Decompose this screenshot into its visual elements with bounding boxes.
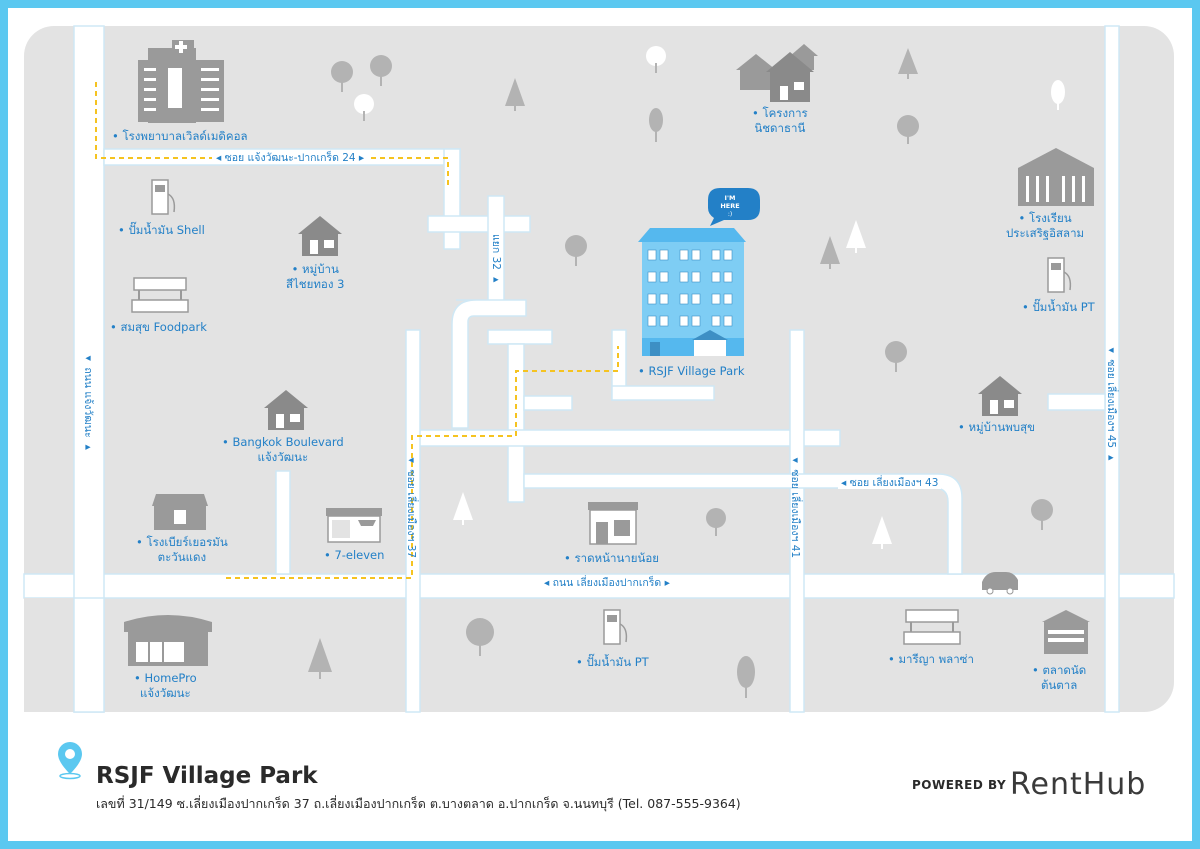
- stall-icon-foodpark: [131, 277, 189, 313]
- gas-station-icon-shell: [151, 179, 176, 215]
- store-icon-7eleven: [326, 508, 382, 543]
- road-mid-h: [415, 429, 841, 447]
- car-icon: [982, 572, 1018, 595]
- house-icon-sichaithong: [298, 216, 342, 256]
- tree-icons: [308, 46, 1065, 698]
- marker-line1: I'M: [725, 194, 736, 202]
- shop-icon-radna: [588, 502, 638, 545]
- label-shell: • ปั๊มน้ำมัน Shell: [118, 223, 205, 237]
- street-soi24: ◂ ซอย แจ้งวัฒนะ-ปากเกร็ด 24 ▸: [212, 152, 369, 164]
- house-icon-nichada: [736, 44, 818, 102]
- powered-by-text: POWERED BY: [912, 778, 1007, 792]
- gas-station-icon-pt-bottom: [603, 609, 628, 645]
- label-village-phobsuk: • หมู่บ้านพบสุข: [958, 420, 1035, 434]
- label-school: • โรงเรียน ประเสริฐอิสลาม: [1006, 211, 1085, 240]
- road-small-v: [275, 470, 291, 575]
- label-pt-right: • ปั๊มน้ำมัน PT: [1022, 300, 1095, 314]
- street-soi45: ◂ ซอย เลี่ยงเมืองฯ 45 ▸: [1105, 344, 1117, 464]
- label-homepro: • HomePro แจ้งวัฒนะ: [134, 671, 197, 700]
- label-foodpark: • สมสุข Foodpark: [110, 320, 207, 334]
- street-yaek32: แยก 32 ▸: [490, 234, 502, 286]
- road-curve: [451, 299, 527, 429]
- label-village-sichaithong: • หมู่บ้าน สีไชยทอง 3: [286, 262, 345, 291]
- road-cross-h: [427, 215, 531, 233]
- label-7eleven: • 7-eleven: [324, 548, 385, 562]
- street-soi43: ◂ ซอย เลี่ยงเมืองฯ 43: [838, 477, 942, 489]
- school-icon: [1018, 148, 1094, 206]
- label-project-nichada: • โครงการ นิชดาธานี: [752, 106, 808, 135]
- house-icon-bangkok-boulevard: [264, 390, 308, 430]
- road-soi45: [1104, 25, 1120, 713]
- label-hospital: • โรงพยาบาลเวิลด์เมดิคอล: [112, 129, 248, 143]
- road-soi24-down: [443, 148, 461, 250]
- location-pin-icon: [58, 742, 82, 780]
- marker-line2: HERE: [720, 202, 739, 210]
- street-bypass: ◂ ถนน เลี่ยงเมืองปากเกร็ด ▸: [540, 577, 674, 589]
- label-marina-plaza: • มารีญา พลาซ่า: [888, 652, 974, 666]
- marker-line3: :): [728, 211, 732, 218]
- road-stub1: [487, 329, 553, 345]
- street-chaengwattana: ◂ ถนน แจ้งวัฒนะ ▸: [82, 352, 94, 453]
- road-soi41: [789, 329, 805, 713]
- gas-station-icon-pt-right: [1047, 257, 1072, 293]
- label-rsjf: • RSJF Village Park: [638, 364, 745, 378]
- store-icon-homepro: [124, 615, 212, 666]
- label-bangkok-boulevard: • Bangkok Boulevard แจ้งวัฒนะ: [222, 435, 344, 464]
- project-address: เลขที่ 31/149 ซ.เลี่ยงเมืองปากเกร็ด 37 ถ…: [96, 796, 741, 811]
- label-market: • ตลาดนัด ต้นตาล: [1032, 663, 1087, 692]
- brewery-icon: [152, 494, 208, 530]
- street-soi37: ◂ ซอย เลี่ยงเมืองฯ 37: [405, 454, 417, 559]
- renthub-logo[interactable]: RentHub: [1010, 767, 1147, 802]
- road-stub2: [523, 395, 573, 411]
- project-title: RSJF Village Park: [96, 763, 318, 789]
- label-radna: • ราดหน้านายน้อย: [564, 551, 660, 565]
- road-project-h: [611, 385, 715, 401]
- im-here-marker-icon: [708, 188, 760, 226]
- street-soi41: ◂ ซอย เลี่ยงเมืองฯ 41: [789, 454, 801, 559]
- hospital-icon: [138, 40, 224, 123]
- rsjf-building-icon: [638, 228, 746, 356]
- label-brewery: • โรงเบียร์เยอรมัน ตะวันแดง: [136, 535, 228, 564]
- map-canvas: I'M HERE :): [23, 25, 1175, 780]
- map-frame: I'M HERE :) • โรงพยาบาลเวิลด์เมดิคอล • โ…: [8, 8, 1192, 841]
- house-icon-phobsuk: [978, 376, 1022, 416]
- stall-icon-marina: [903, 609, 961, 645]
- label-pt-bottom: • ปั๊มน้ำมัน PT: [576, 655, 649, 669]
- road-phobsuk: [1047, 393, 1106, 411]
- stall-icon-market: [1042, 610, 1090, 654]
